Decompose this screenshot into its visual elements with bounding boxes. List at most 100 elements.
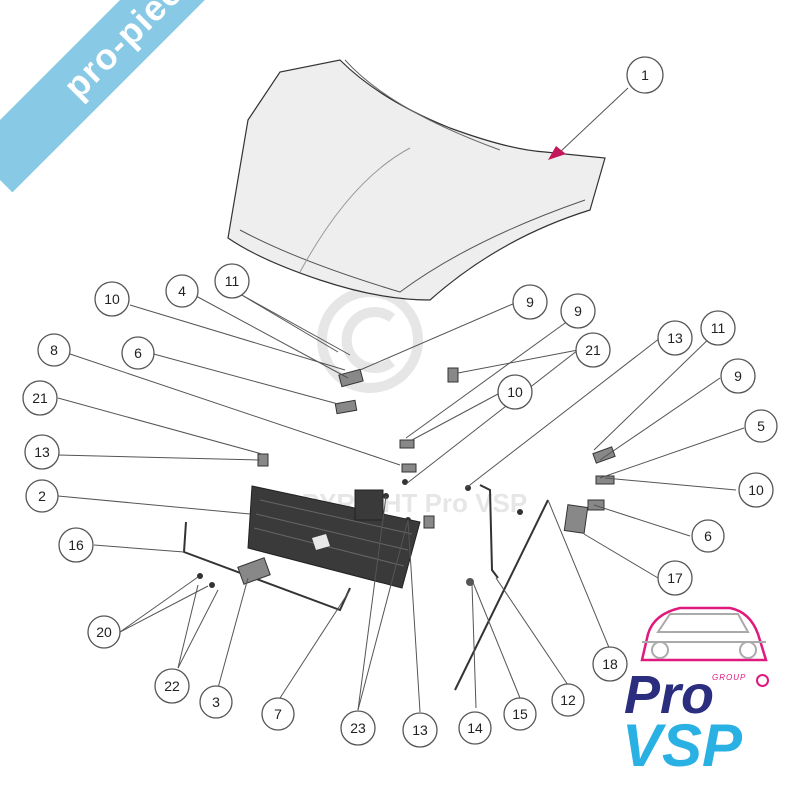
callout-label: 23 [350,720,366,736]
callout-label: 5 [757,418,765,434]
callout-circle [575,332,611,368]
callout-circle [165,274,199,308]
callout-label: 1 [641,67,649,83]
callout-circle [738,472,774,508]
callout-c9b: 9 [560,293,596,329]
callout-circle [512,284,548,320]
callout-c13a: 13 [24,434,60,470]
callout-c13b: 13 [657,320,693,356]
callout-circle [458,711,492,745]
callout-c6b: 6 [691,519,725,553]
callout-circle [657,560,693,596]
callout-c11b: 11 [700,310,736,346]
callout-c11a: 11 [214,263,250,299]
leader-lines [57,87,745,713]
callout-c13c: 13 [402,712,438,748]
callout-circle [700,310,736,346]
callout-circle [94,281,130,317]
callout-circle [744,409,778,443]
callout-label: 21 [585,342,601,358]
callout-label: 20 [96,624,112,640]
callout-label: 13 [667,330,683,346]
callout-c12: 12 [551,683,585,717]
logo-dot-icon [756,674,769,687]
callout-label: 3 [212,694,220,710]
callout-label: 6 [704,528,712,544]
small-parts [197,367,616,588]
callout-circle [261,697,295,731]
callout-c2: 2 [25,479,59,513]
callout-circle [214,263,250,299]
callout-c10c: 10 [738,472,774,508]
callout-c15: 15 [503,697,537,731]
callout-c18: 18 [592,646,628,682]
callout-label: 21 [32,390,48,406]
callout-label: 11 [225,273,240,289]
callout-c20: 20 [87,615,121,649]
callout-circle [121,336,155,370]
callout-c14: 14 [458,711,492,745]
callout-circle [720,358,756,394]
callout-circle [340,710,376,746]
callout-label: 9 [574,303,582,319]
callout-c1: 1 [626,56,664,94]
callout-c5: 5 [744,409,778,443]
callout-label: 9 [734,368,742,384]
callout-label: 6 [134,345,142,361]
prop-rod-part [454,499,549,691]
copyright-watermark: COPYRIGHT Pro VSP [263,287,527,518]
callout-label: 4 [178,283,186,299]
callout-label: 13 [34,444,50,460]
pro-vsp-logo: GROUP Pro VSP [620,590,790,790]
callout-circle [199,685,233,719]
callout-c9a: 9 [512,284,548,320]
callout-c21b: 21 [575,332,611,368]
hood-part [227,59,606,301]
callout-c16: 16 [58,527,94,563]
callout-label: 12 [560,692,576,708]
callout-label: 13 [412,722,428,738]
logo-word-pro: Pro [624,665,715,725]
callout-c17: 17 [657,560,693,596]
callout-c23: 23 [340,710,376,746]
callout-circle [25,479,59,513]
callout-label: 2 [38,488,46,504]
callout-c21a: 21 [22,380,58,416]
callout-label: 10 [507,384,523,400]
callout-label: 15 [512,706,528,722]
callout-c22: 22 [154,668,190,704]
seal-strip-part [182,521,351,612]
callout-label: 18 [602,656,618,672]
callout-c4: 4 [165,274,199,308]
callout-label: 8 [50,342,58,358]
callout-label: 9 [526,294,534,310]
callout-label: 7 [274,706,282,722]
callout-label: 10 [104,291,120,307]
callout-circle [402,712,438,748]
logo-group-label: GROUP [710,673,749,682]
callout-c3: 3 [199,685,233,719]
callout-circle [657,320,693,356]
callout-c8: 8 [37,333,71,367]
callout-circle [87,615,121,649]
callout-c10b: 10 [497,374,533,410]
callout-label: 16 [68,537,84,553]
callout-label: 22 [164,678,180,694]
callout-circle [551,683,585,717]
callout-circle [560,293,596,329]
callout-circle [503,697,537,731]
callout-circle [592,646,628,682]
rod-part [479,484,499,579]
callout-label: 10 [748,482,764,498]
callout-c6a: 6 [121,336,155,370]
callout-label: 17 [667,570,683,586]
callout-circle [24,434,60,470]
callout-circle [22,380,58,416]
callout-circle [497,374,533,410]
car-silhouette-icon [640,606,768,662]
callout-label: 11 [711,320,726,336]
logo-word-vsp: VSP [622,712,743,779]
callout-c7: 7 [261,697,295,731]
callout-c10a: 10 [94,281,130,317]
